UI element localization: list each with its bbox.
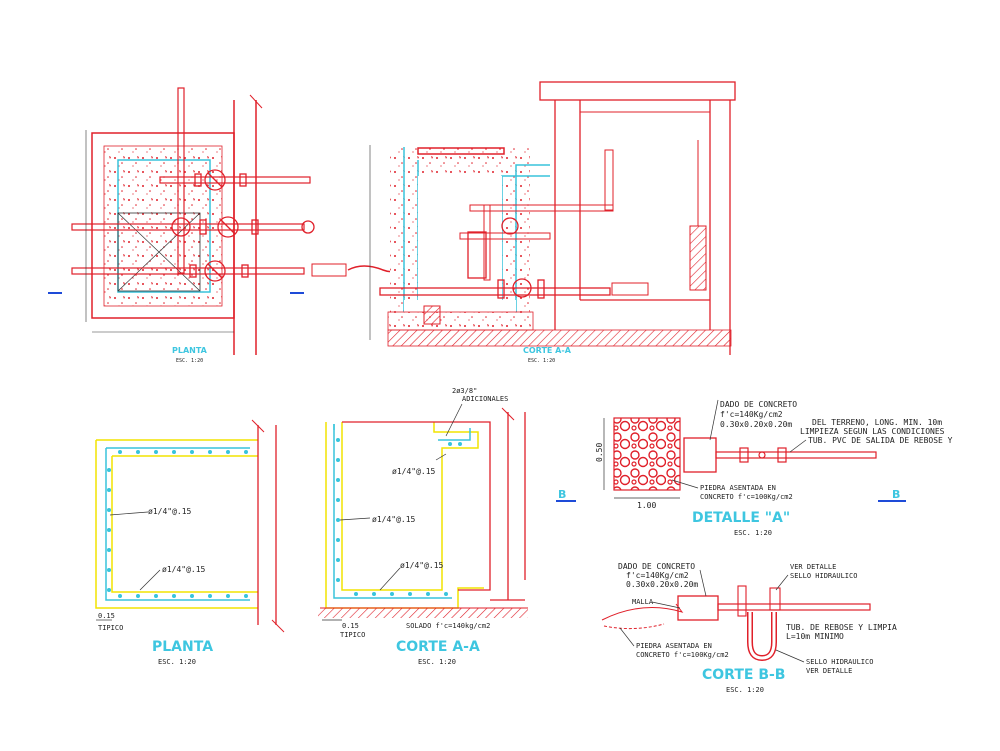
detail-a-pipe-1: DEL TERRENO, LONG. MIN. 10m: [812, 418, 942, 427]
detail-a-stone-2: CONCRETO f'c=100Kg/cm2: [700, 493, 793, 501]
detail-a-cut-right: B: [892, 488, 900, 501]
rebar-plan-view: ø1/4"@.15 ø1/4"@.15 0.15 TIPICO PLANTA E…: [95, 419, 285, 666]
detail-a-dim-h: 1.00: [637, 501, 656, 510]
section-bb-view: DADO DE CONCRETO f'c=140Kg/cm2 0.30x0.20…: [601, 562, 897, 694]
detail-a-pipe-3: TUB. PVC DE SALIDA DE REBOSE Y: [808, 436, 953, 445]
detail-a-line-2: f'c=140Kg/cm2: [720, 410, 783, 419]
detail-a-title: DETALLE "A": [692, 510, 790, 526]
detail-a-view: 0.50 1.00 DADO DE CONCRETO f'c=140Kg/cm2…: [556, 399, 953, 537]
detail-a-line-3: 0.30x0.20x0.20m: [720, 420, 792, 429]
section-bb-title: CORTE B-B: [702, 667, 785, 683]
rebar-section-dim: 0.15: [342, 622, 359, 630]
rebar-section-view: 2ø3/8" ADICIONALES ø1/4"@.15 ø1/4"@.15 ø…: [318, 387, 528, 666]
detail-a-stone-1: PIEDRA ASENTADA EN: [700, 484, 776, 492]
section-bb-pipe-1: TUB. DE REBOSE Y LIMPIA: [786, 623, 897, 632]
rebar-section-dim-note: TIPICO: [340, 631, 365, 639]
detail-a-pipe-2: LIMPIEZA SEGUN LAS CONDICIONES: [800, 427, 945, 436]
detail-a-scale: ESC. 1:20: [734, 529, 772, 537]
rebar-plan-scale: ESC. 1:20: [158, 658, 196, 666]
rebar-plan-title: PLANTA: [152, 639, 213, 655]
rebar-section-note-top: 2ø3/8": [452, 387, 477, 395]
detail-a-line-1: DADO DE CONCRETO: [720, 400, 797, 409]
detail-a-dim-v: 0.50: [595, 443, 604, 462]
rebar-plan-bar-label-1: ø1/4"@.15: [148, 507, 192, 516]
section-bb-dado-1: DADO DE CONCRETO: [618, 562, 695, 571]
section-bb-seal-2: VER DETALLE: [806, 667, 852, 675]
rebar-section-bar-label-2: ø1/4"@.15: [372, 515, 416, 524]
section-bb-detail-1: VER DETALLE: [790, 563, 836, 571]
rebar-section-solado: SOLADO f'c=140kg/cm2: [406, 622, 490, 630]
rebar-section-scale: ESC. 1:20: [418, 658, 456, 666]
rebar-plan-dim-note: TIPICO: [98, 624, 123, 632]
top-plan-scale: ESC. 1:20: [176, 358, 203, 364]
rebar-section-bar-label-3: ø1/4"@.15: [400, 561, 444, 570]
section-bb-dado-3: 0.30x0.20x0.20m: [626, 580, 698, 589]
section-bb-detail-2: SELLO HIDRAULICO: [790, 572, 857, 580]
detail-a-cut-left: B: [558, 488, 566, 501]
rebar-plan-bar-label-2: ø1/4"@.15: [162, 565, 206, 574]
section-bb-stone-2: CONCRETO f'c=100Kg/cm2: [636, 651, 729, 659]
rebar-section-note-top2: ADICIONALES: [462, 395, 508, 403]
top-section-scale: ESC. 1:20: [528, 358, 555, 364]
top-section-view: CORTE A-A ESC. 1:20: [369, 81, 736, 364]
top-plan-view: PLANTA ESC. 1:20: [48, 87, 404, 364]
rebar-section-title: CORTE A-A: [396, 639, 480, 655]
top-plan-title: PLANTA: [172, 346, 208, 355]
section-bb-pipe-2: L=10m MINIMO: [786, 632, 844, 641]
rebar-section-bar-label-1: ø1/4"@.15: [392, 467, 436, 476]
section-bb-seal-1: SELLO HIDRAULICO: [806, 658, 873, 666]
rebar-dots: [107, 450, 248, 598]
top-section-title: CORTE A-A: [523, 346, 572, 355]
section-bb-dado-2: f'c=140Kg/cm2: [626, 571, 689, 580]
section-bb-stone-1: PIEDRA ASENTADA EN: [636, 642, 712, 650]
rebar-plan-dim: 0.15: [98, 612, 115, 620]
section-bb-malla: MALLA: [632, 598, 654, 606]
section-bb-scale: ESC. 1:20: [726, 686, 764, 694]
